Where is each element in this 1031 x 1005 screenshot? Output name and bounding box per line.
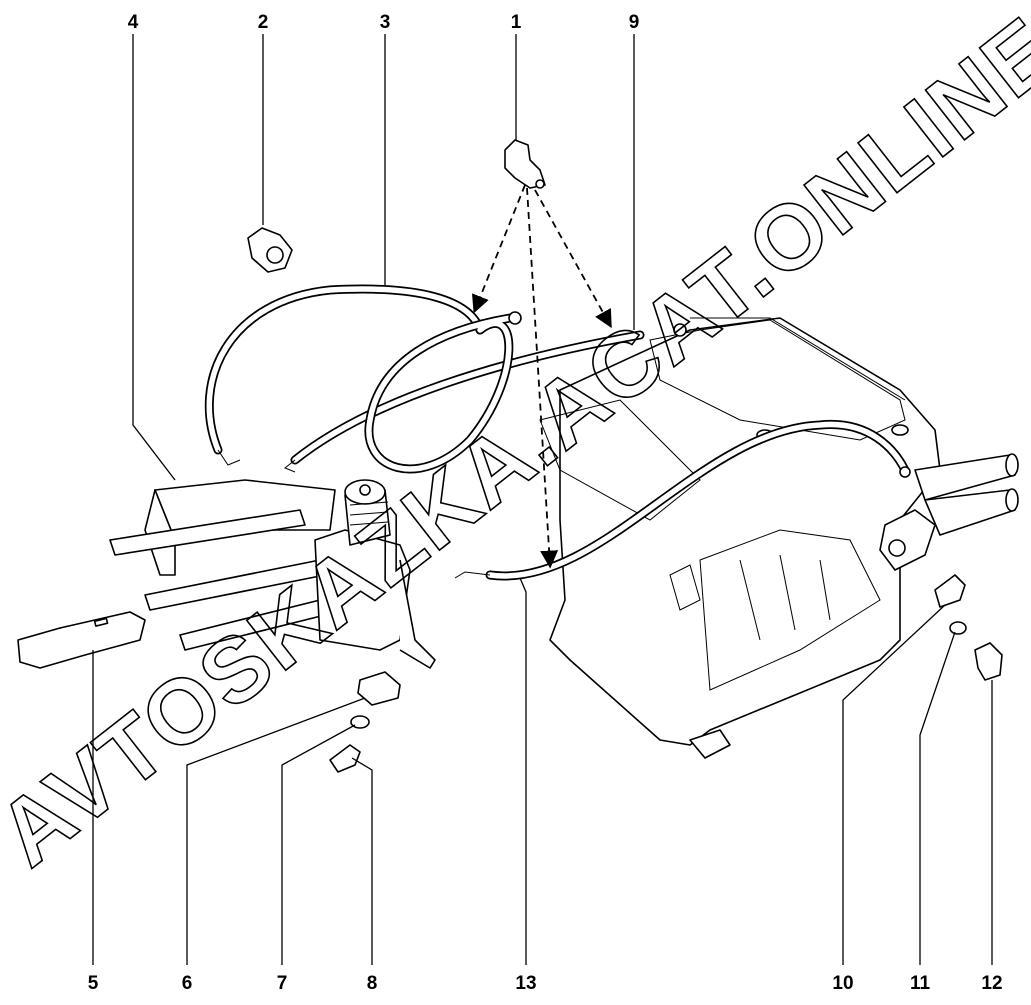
assembly-arrows: [471, 184, 612, 569]
leader-lines: [92, 34, 993, 965]
callout-2: 2: [258, 12, 269, 33]
callout-11: 11: [910, 973, 931, 994]
part-12-bolt: [974, 642, 1003, 681]
callout-7: 7: [277, 973, 288, 994]
leader-8: [351, 757, 373, 965]
leader-13: [519, 577, 527, 965]
callout-8: 8: [367, 973, 378, 994]
part-11-washer: [949, 621, 967, 635]
callouts-bottom: 5 6 7 8 13 10 11 12: [88, 973, 1003, 994]
leader-6: [186, 697, 366, 965]
leader-10: [842, 604, 946, 965]
callout-3: 3: [380, 12, 391, 33]
callout-12: 12: [981, 973, 1002, 994]
cables: [204, 284, 911, 581]
callout-10: 10: [832, 973, 853, 994]
leader-11: [919, 631, 956, 965]
part-2-clamp: [247, 227, 293, 273]
callout-6: 6: [182, 973, 193, 994]
leader-4: [132, 34, 176, 481]
callout-4: 4: [128, 12, 139, 33]
heater-control-unit: [109, 479, 436, 669]
part-6-nut-clip: [357, 671, 401, 706]
callouts-top: 4 2 3 1 9: [128, 12, 640, 33]
callout-13: 13: [515, 973, 536, 994]
callout-5: 5: [88, 973, 99, 994]
callout-9: 9: [629, 12, 640, 33]
leader-7: [281, 724, 356, 965]
part-1-cable-clip: [504, 139, 546, 189]
part-8-screw: [329, 744, 361, 773]
callout-1: 1: [511, 12, 522, 33]
part-10-nut-clip: [934, 574, 966, 608]
part-7-washer: [350, 715, 370, 729]
part-5-knob: [17, 611, 146, 669]
